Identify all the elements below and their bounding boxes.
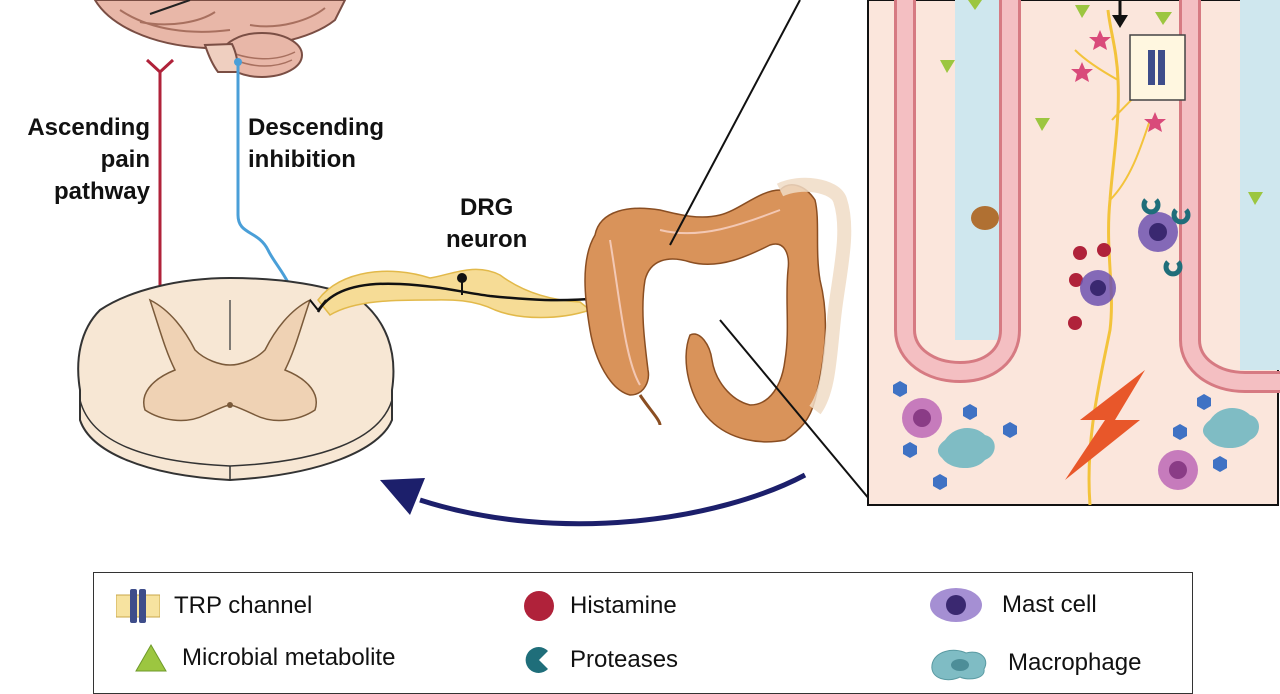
legend-label-microbial-metabolite: Microbial metabolite xyxy=(182,644,396,671)
legend-item-trp-channel: TRP channel xyxy=(116,589,312,623)
drg-label-line-2: neuron xyxy=(446,226,528,253)
microbial-metabolite-icon xyxy=(135,643,167,672)
gut-brain-pain-diagram xyxy=(77,0,1280,527)
legend-item-histamine: Histamine xyxy=(522,589,677,623)
legend-label-trp-channel: TRP channel xyxy=(174,592,313,619)
ascending-label-line-2: pain xyxy=(100,146,150,173)
gut-wall-inset xyxy=(867,0,1280,506)
brain xyxy=(93,0,347,78)
legend-item-proteases: Proteases xyxy=(522,643,678,677)
legend: TRP channel Histamine Mast cell Microbia… xyxy=(93,572,1193,694)
histamine-icon xyxy=(524,591,554,621)
legend-label-proteases: Proteases xyxy=(570,646,679,673)
colon xyxy=(584,177,852,443)
legend-item-macrophage: Macrophage xyxy=(924,643,1141,683)
ascending-label-line-3: pathway xyxy=(53,178,150,205)
spinal-cord xyxy=(77,276,395,482)
macrophage-icon xyxy=(931,649,987,681)
legend-label-mast-cell: Mast cell xyxy=(1002,591,1097,618)
ascending-pain-pathway-label: Ascending pain pathway xyxy=(0,112,150,208)
feedback-arrow xyxy=(380,472,807,527)
legend-label-macrophage: Macrophage xyxy=(1008,649,1142,676)
descending-label-line-2: inhibition xyxy=(248,146,356,173)
descending-label-line-1: Descending xyxy=(248,114,385,141)
drg-neuron-label: DRG neuron xyxy=(446,192,527,256)
drg-label-line-1: DRG xyxy=(459,194,514,221)
legend-label-histamine: Histamine xyxy=(570,592,677,619)
ascending-label-line-1: Ascending xyxy=(27,114,150,141)
proteases-icon xyxy=(525,647,548,673)
trp-channel-icon xyxy=(116,589,160,623)
mast-cell-icon xyxy=(930,588,982,622)
descending-inhibition-pathway xyxy=(234,58,305,314)
legend-item-microbial-metabolite: Microbial metabolite xyxy=(134,643,395,673)
legend-item-mast-cell: Mast cell xyxy=(924,585,1097,625)
descending-inhibition-label: Descending inhibition xyxy=(248,112,384,176)
